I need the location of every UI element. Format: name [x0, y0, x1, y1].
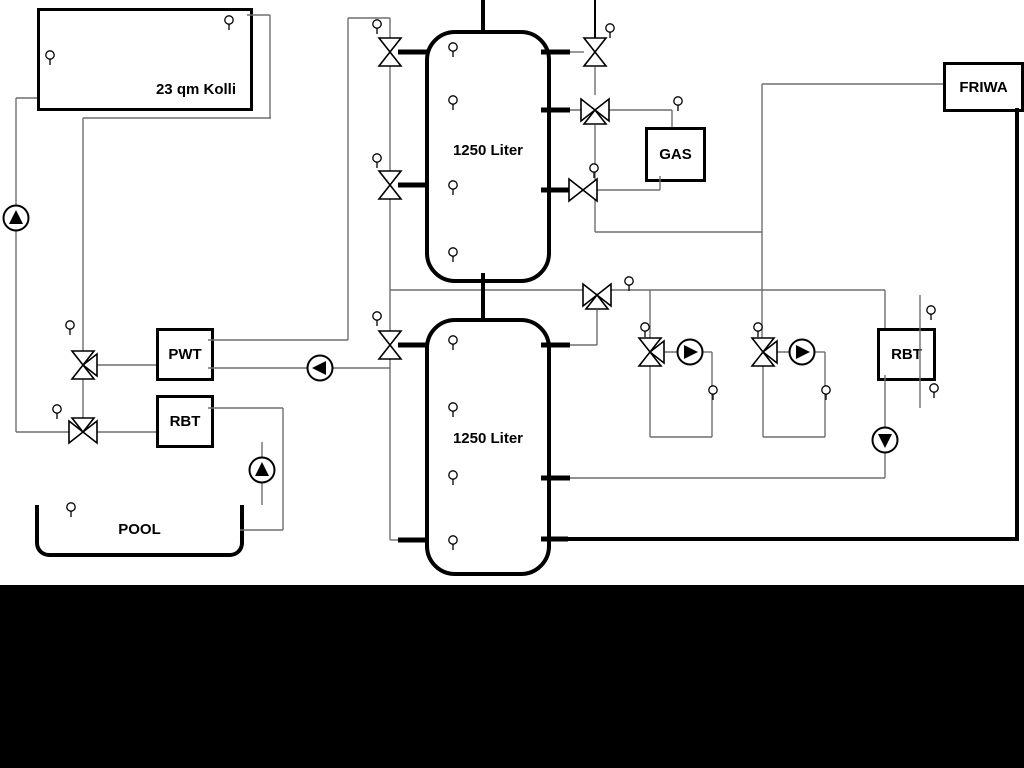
- buffer-tank-top-label: 1250 Liter: [452, 142, 524, 159]
- heating-circuit-1-mixing-valve-icon: [637, 337, 665, 367]
- rbt-left-label: RBT: [169, 413, 201, 430]
- rbt-right-pump-icon: [871, 426, 899, 454]
- tank1-top-left-valve-icon: [377, 37, 403, 67]
- sensor-icon: [673, 96, 683, 111]
- tank1-mid-left-valve-icon: [377, 170, 403, 200]
- sensor-icon: [372, 311, 382, 326]
- gas-boiler-label: GAS: [659, 146, 692, 163]
- sensor-icon: [821, 385, 831, 400]
- heating-circuit-1-pump-icon: [676, 338, 704, 366]
- sensor-icon: [52, 404, 62, 419]
- sensor-icon: [624, 276, 634, 291]
- friwa-label: FRIWA: [959, 78, 1008, 96]
- bottom-black-band: [0, 585, 1024, 768]
- tank2-supply-3way-valve-icon: [582, 282, 612, 310]
- gas-return-valve-icon: [568, 177, 598, 203]
- solar-collector-label: 23 qm Kolli: [155, 81, 236, 98]
- sensor-icon: [753, 322, 763, 337]
- sensor-icon: [589, 163, 599, 178]
- gas-supply-3way-valve-icon: [580, 97, 610, 125]
- sensor-icon: [926, 305, 936, 320]
- pwt-heat-exchanger-box: PWT: [156, 328, 214, 381]
- tank2-top-left-valve-icon: [377, 330, 403, 360]
- sensor-icon: [372, 19, 382, 34]
- sensor-icon: [708, 385, 718, 400]
- rbt-left-3way-valve-icon: [68, 417, 98, 445]
- buffer-tank-bottom: 1250 Liter: [425, 318, 551, 576]
- sensor-icon: [929, 383, 939, 398]
- tank1-top-right-valve-icon: [582, 37, 608, 67]
- rbt-left-box: RBT: [156, 395, 214, 448]
- sensor-icon: [640, 322, 650, 337]
- pwt-label: PWT: [168, 346, 202, 363]
- gas-boiler-box: GAS: [645, 127, 706, 182]
- pool-pump-icon: [248, 456, 276, 484]
- sensor-icon: [605, 23, 615, 38]
- solar-collector-box: 23 qm Kolli: [37, 8, 253, 111]
- pool-label: POOL: [118, 520, 161, 538]
- pool-basin: POOL: [35, 505, 244, 557]
- buffer-tank-top: 1250 Liter: [425, 30, 551, 283]
- solar-pump-icon: [2, 204, 30, 232]
- rbt-right-box: RBT: [877, 328, 936, 381]
- pwt-3way-valve-icon: [70, 350, 98, 380]
- sensor-icon: [65, 320, 75, 335]
- main-pipes: [481, 0, 1019, 541]
- buffer-tank-bottom-label: 1250 Liter: [452, 430, 524, 447]
- heating-circuit-2-mixing-valve-icon: [750, 337, 778, 367]
- pwt-charge-pump-icon: [306, 354, 334, 382]
- sensor-icon: [372, 153, 382, 168]
- heating-circuit-2-pump-icon: [788, 338, 816, 366]
- friwa-box: FRIWA: [943, 62, 1024, 112]
- rbt-right-label: RBT: [891, 346, 922, 363]
